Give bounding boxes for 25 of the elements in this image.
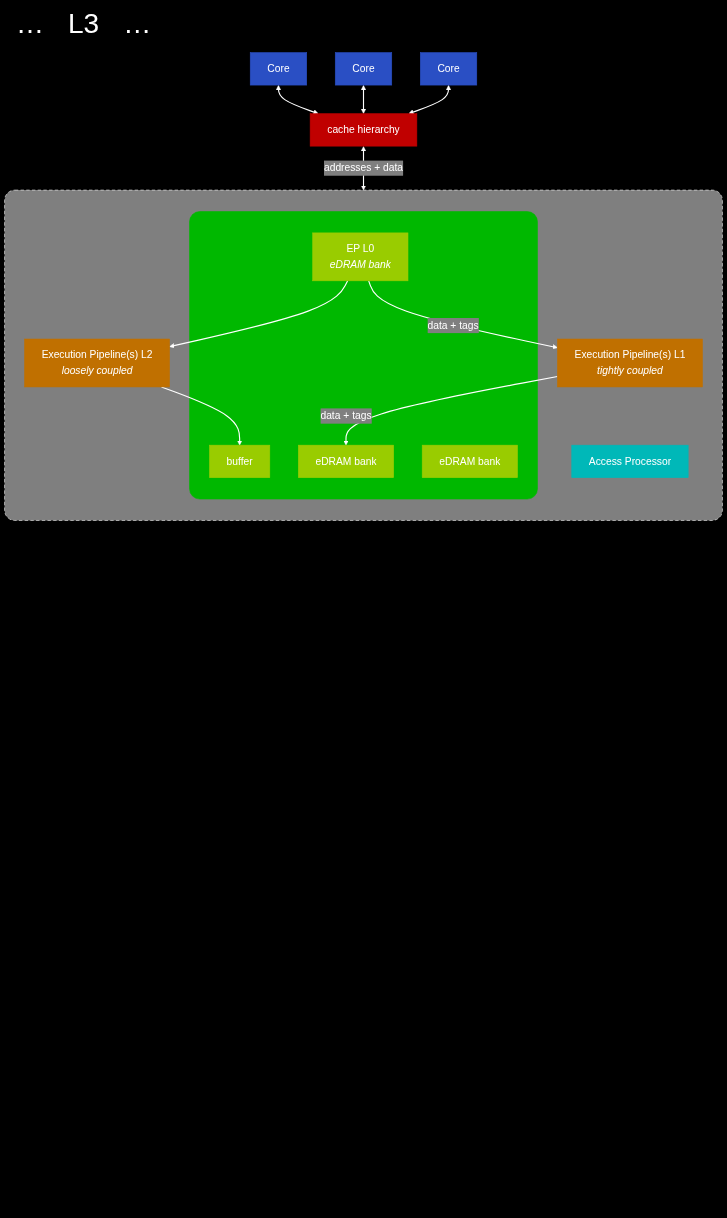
node-box: Access Processor [571,444,689,478]
label-text: … [123,8,152,40]
node-box: EP L0 eDRAM bank [312,232,409,282]
node-box: Core [249,52,307,86]
arrow [169,280,349,349]
cluster [189,211,538,500]
node-box: eDRAM bank [298,444,394,478]
cluster [4,189,723,521]
edge-label: data + tags [320,410,372,422]
node-box: Core [334,52,393,86]
arrow [275,85,319,115]
arrow [343,375,559,446]
label-text: L3 [68,8,100,40]
edge-label: data + tags [427,319,479,332]
node-box: Core [420,52,478,86]
node-box: Execution Pipeline(s) L2 loosely coupled [24,338,170,388]
node-box: eDRAM bank [421,444,518,478]
node-box: buffer [209,444,271,478]
arrow [408,85,452,115]
arrow [361,85,366,114]
label-text: … [16,8,44,40]
edge-label: addresses + data [323,162,404,174]
node-box: cache hierarchy [309,113,418,147]
arrow [368,280,558,350]
node-box: Execution Pipeline(s) L1 tightly coupled [557,338,703,388]
